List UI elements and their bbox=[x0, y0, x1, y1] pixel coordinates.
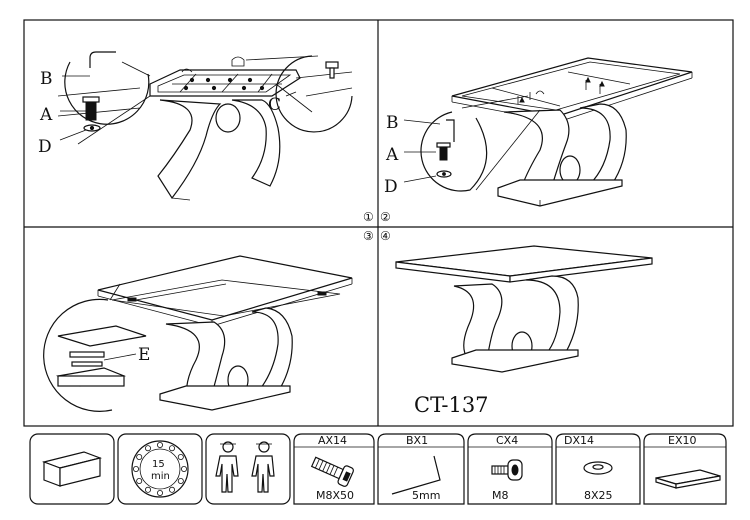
callout-labels-step-2: B A D bbox=[384, 113, 441, 197]
callout-b-step2: B bbox=[386, 113, 399, 133]
step-number-4: ④ bbox=[380, 229, 391, 243]
bolt-icon bbox=[310, 456, 354, 487]
part-ax14-size: M8X50 bbox=[316, 489, 354, 502]
dial-mark bbox=[136, 477, 143, 484]
pad-icon bbox=[655, 469, 721, 489]
detail-circle-left bbox=[57, 51, 151, 145]
dial-mark bbox=[177, 477, 184, 484]
step-number-1: ① bbox=[363, 210, 374, 224]
bolt-a-step2-icon bbox=[436, 142, 451, 161]
dial-mark bbox=[136, 453, 143, 460]
step-number-3: ③ bbox=[363, 229, 374, 243]
table-base-step-3 bbox=[159, 307, 293, 411]
callout-d-step2: D bbox=[384, 177, 398, 197]
step-4-panel: CT-137 bbox=[395, 245, 653, 417]
part-dx14-code: DX14 bbox=[564, 434, 594, 447]
time-value: 15 bbox=[152, 459, 165, 470]
time-unit: min bbox=[151, 471, 170, 482]
part-bx1-size: 5mm bbox=[412, 489, 440, 502]
part-cx4: CX4 M8 bbox=[467, 433, 553, 505]
finished-table bbox=[395, 245, 653, 373]
dial-mark bbox=[144, 445, 151, 452]
dial-mark bbox=[180, 465, 187, 472]
step-2-panel: B A D bbox=[384, 57, 693, 207]
washer-icon bbox=[583, 461, 613, 475]
callout-b: B bbox=[40, 69, 53, 89]
table-frame-upside-down bbox=[149, 56, 301, 97]
dial-mark bbox=[144, 486, 151, 493]
part-dx14-size: 8X25 bbox=[584, 489, 613, 502]
callout-a-step2: A bbox=[385, 145, 399, 165]
part-cx4-size: M8 bbox=[492, 489, 509, 502]
part-ex10-code: EX10 bbox=[668, 434, 696, 447]
callout-labels-step-3: E bbox=[103, 345, 150, 365]
part-bx1: BX1 5mm bbox=[377, 433, 465, 505]
model-number: CT-137 bbox=[414, 393, 489, 417]
dial-mark bbox=[168, 486, 175, 493]
dial-mark bbox=[156, 441, 163, 448]
detail-circle-step-3 bbox=[43, 283, 147, 412]
part-ax14-code: AX14 bbox=[318, 434, 347, 447]
time-icon: 15 min bbox=[131, 440, 189, 498]
box-icon bbox=[41, 451, 103, 487]
part-cx4-code: CX4 bbox=[496, 434, 518, 447]
bolt-a-icon bbox=[82, 96, 100, 121]
dial-mark bbox=[156, 489, 163, 496]
cap-bolt-icon bbox=[491, 459, 523, 481]
panel-frame bbox=[23, 19, 734, 427]
two-persons-icon bbox=[215, 441, 275, 493]
step-3-panel: E bbox=[43, 255, 353, 412]
bolt-c-icon bbox=[325, 61, 339, 79]
callout-c: C bbox=[268, 95, 281, 115]
dial-mark bbox=[132, 465, 139, 472]
table-base-pedestal bbox=[157, 99, 281, 201]
callout-d: D bbox=[38, 137, 52, 157]
detail-circle-right bbox=[245, 55, 353, 133]
info-persons bbox=[205, 433, 291, 505]
part-dx14: DX14 8X25 bbox=[555, 433, 641, 505]
part-bx1-code: BX1 bbox=[406, 434, 428, 447]
callout-e: E bbox=[138, 345, 150, 365]
allen-key-icon bbox=[391, 455, 441, 495]
callout-labels-step-1: B A D C bbox=[38, 69, 297, 157]
detail-circle-step-2 bbox=[420, 95, 541, 192]
info-box bbox=[29, 433, 115, 505]
part-ax14: AX14 M8X50 bbox=[293, 433, 375, 505]
table-base-upright bbox=[497, 103, 627, 207]
dial-mark bbox=[168, 445, 175, 452]
callout-a: A bbox=[39, 105, 53, 125]
info-time: 15 min bbox=[117, 433, 203, 505]
dial-mark bbox=[177, 453, 184, 460]
parts-bar: 15 min AX14 bbox=[29, 433, 727, 505]
table-frame-on-base bbox=[451, 57, 693, 123]
step-number-2: ② bbox=[380, 210, 391, 224]
step-1-panel: B A D C bbox=[38, 51, 353, 201]
step-numbers: ① ② ③ ④ bbox=[363, 210, 391, 243]
part-ex10: EX10 bbox=[643, 433, 727, 505]
frame-with-pads bbox=[111, 279, 341, 317]
